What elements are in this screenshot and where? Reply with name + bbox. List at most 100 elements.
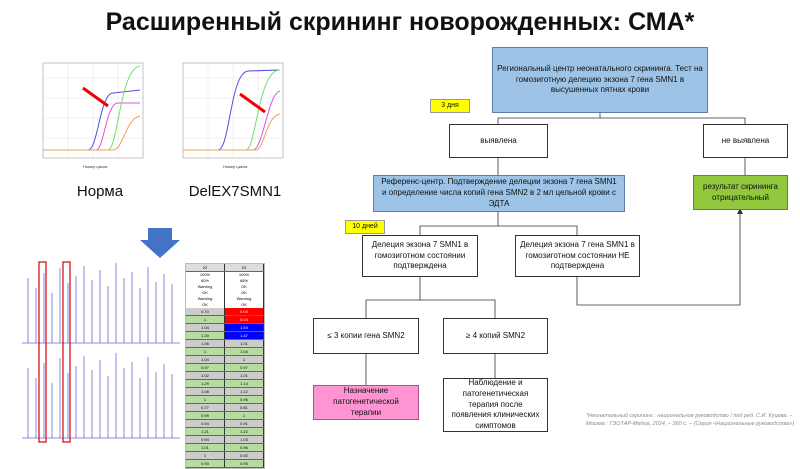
- arrow-icon: [239, 92, 266, 114]
- table-header: 22: [186, 264, 225, 271]
- box-negative-result: результат скрининга отрицательный: [693, 175, 788, 210]
- table-cell: 0.96: [225, 396, 264, 403]
- box-not-confirmed: Делеция экзона 7 гена SMN1 в гомозиготно…: [515, 235, 640, 277]
- table-header: 23: [225, 264, 264, 271]
- status-cell: 68%: [225, 278, 264, 284]
- table-cell: 1.21: [186, 428, 225, 435]
- table-cell: 1.01: [225, 340, 264, 347]
- table-cell: 0.81: [225, 404, 264, 411]
- table-cell: 0.04: [225, 308, 264, 315]
- svg-text:Номер цикла: Номер цикла: [83, 164, 108, 169]
- table-cell: 0.97: [186, 364, 225, 371]
- table-cell: 1.04: [186, 356, 225, 363]
- status-row: 100%100%: [186, 272, 264, 278]
- pcr-chart-deletion: Номер цикла: [182, 62, 284, 169]
- box-regional-center: Региональный центр неонатального скринин…: [492, 47, 708, 113]
- box-ge4-copies: ≥ 4 копий SMN2: [443, 318, 548, 354]
- status-cell: Warning: [186, 284, 225, 290]
- slide-title: Расширенный скрининг новорожденных: СМА*: [105, 8, 695, 36]
- caption-normal: Норма: [76, 183, 124, 200]
- status-row: 60%68%: [186, 278, 264, 284]
- down-arrow-icon: [140, 228, 180, 258]
- status-cell: OK: [186, 290, 225, 296]
- box-reference-center: Референс-центр. Подтверждение делеции эк…: [373, 175, 625, 212]
- table-cell: 0.94: [186, 420, 225, 427]
- table-cell: 0.77: [186, 404, 225, 411]
- status-cell: 100%: [186, 272, 225, 278]
- box-not-detected: не выявлена: [703, 124, 788, 158]
- table-cell: 1: [186, 348, 225, 355]
- table-cell: 0.95: [225, 460, 264, 467]
- label-3-days: 3 дня: [430, 99, 470, 113]
- table-cell: 1.22: [225, 428, 264, 435]
- table-cell: 0.04: [225, 316, 264, 323]
- footnote: *Неонатальный скрининг : национальное ру…: [586, 413, 795, 427]
- svg-text:Номер цикла: Номер цикла: [223, 164, 248, 169]
- table-cell: 1.14: [225, 380, 264, 387]
- table-cell: 0.97: [225, 364, 264, 371]
- table-cell: 1.04: [186, 324, 225, 331]
- highlight-box: [38, 261, 47, 443]
- table-cell: 0.92: [225, 452, 264, 459]
- table-cell: 1.06: [186, 340, 225, 347]
- table-cell: 0.93: [186, 460, 225, 467]
- table-cell: 1: [186, 396, 225, 403]
- table-cell: 1.29: [186, 380, 225, 387]
- table-cell: 0.70: [186, 308, 225, 315]
- label-10-days: 10 дней: [345, 220, 385, 234]
- arrow-icon: [82, 86, 109, 108]
- pcr-chart-normal: Номер цикла: [42, 62, 144, 169]
- table-cell: 1.03: [225, 436, 264, 443]
- box-le3-copies: ≤ 3 копии гена SMN2: [313, 318, 419, 354]
- flow-connectors: [365, 113, 746, 385]
- status-cell: OK: [186, 302, 225, 308]
- status-cell: OK: [225, 302, 264, 308]
- table-cell: 1.47: [225, 332, 264, 339]
- table-cell: 1.20: [186, 332, 225, 339]
- status-cell: 100%: [225, 272, 264, 278]
- status-cell: OK: [225, 284, 264, 290]
- table-cell: 1.01: [225, 372, 264, 379]
- box-detected: выявлена: [449, 124, 548, 158]
- table-cell: 1.02: [186, 372, 225, 379]
- status-cell: Warning: [186, 296, 225, 302]
- electropherogram: [22, 258, 180, 444]
- table-cell: 1.04: [225, 348, 264, 355]
- box-confirmed: Делеция экзона 7 SMN1 в гомозиготном сос…: [362, 235, 478, 277]
- box-observation: Наблюдение и патогенетическая терапия по…: [443, 378, 548, 432]
- table-cell: 1: [186, 452, 225, 459]
- box-therapy: Назначение патогенетической терапии: [313, 385, 419, 420]
- status-cell: Warning: [225, 296, 264, 302]
- highlight-box: [62, 261, 71, 443]
- table-cell: 1.08: [186, 388, 225, 395]
- status-cell: 60%: [186, 278, 225, 284]
- table-cell: 1: [225, 356, 264, 363]
- table-cell: 0.94: [186, 436, 225, 443]
- caption-deletion: DelEX7SMN1: [188, 183, 282, 200]
- status-cell: OK: [225, 290, 264, 296]
- table-cell: 1.12: [225, 388, 264, 395]
